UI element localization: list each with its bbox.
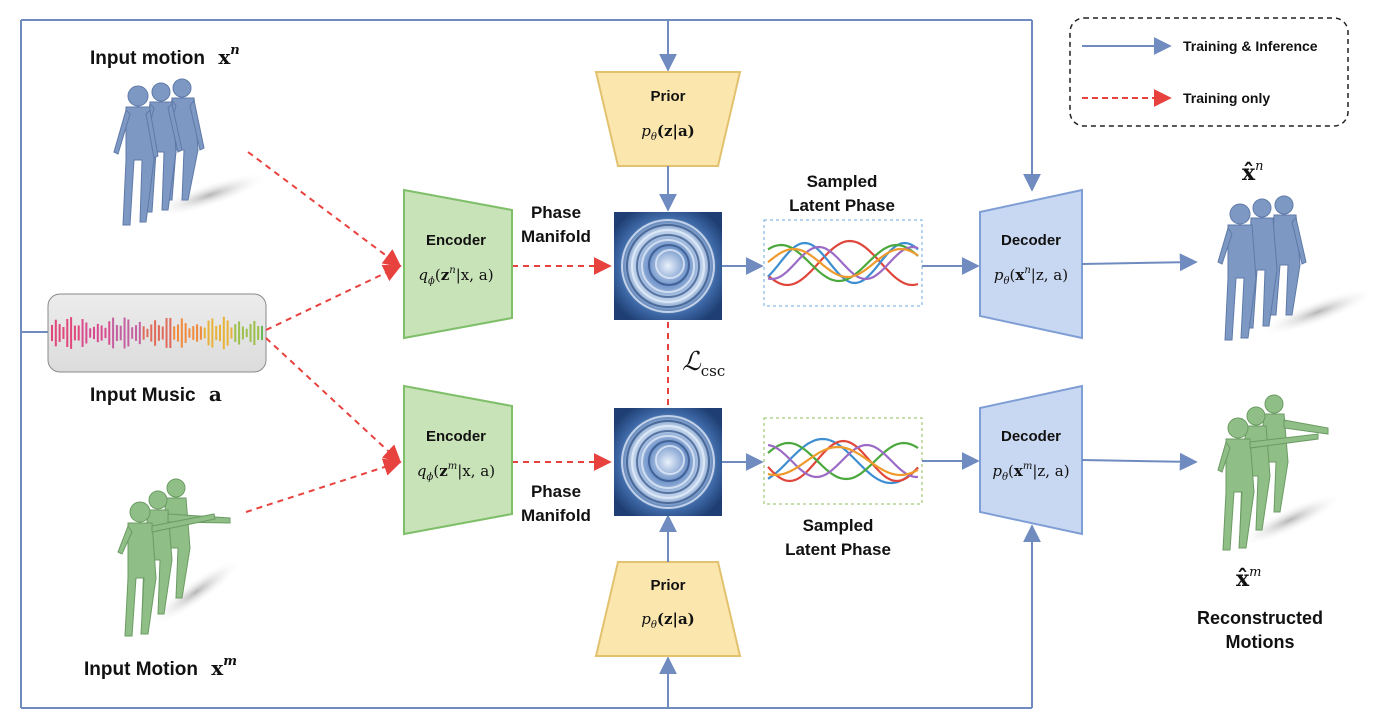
svg-text:Manifold: Manifold: [521, 227, 591, 246]
manifold-bottom-image: [614, 408, 722, 516]
input-music: Input Music a: [47, 293, 267, 406]
decoder-bottom-title: Decoder: [1001, 428, 1061, 445]
svg-text:Latent Phase: Latent Phase: [785, 540, 891, 559]
input-motion-n-label: Input motion: [90, 48, 205, 69]
output-bottom-sup: m: [1249, 565, 1261, 580]
sampled-top-label: Sampled Latent Phase: [789, 172, 895, 215]
input-motion-m-symbol: x: [211, 656, 224, 680]
figure-green-group-right: [1217, 394, 1343, 551]
encoder-top-title: Encoder: [426, 232, 486, 249]
figure-blue-group-left: [113, 78, 270, 226]
phase-curve: [767, 441, 919, 481]
input-motion-m-sup: m: [223, 654, 237, 669]
sampled-bottom-panel: [763, 417, 923, 505]
loss-symbol: ℒ: [682, 347, 702, 377]
prior-bottom-title: Prior: [650, 577, 685, 594]
svg-text:Input Music a: Input Music a: [90, 382, 222, 406]
output-top-sup: n: [1255, 159, 1263, 174]
legend-solid-label: Training & Inference: [1183, 38, 1318, 54]
decoder-bottom: Decoder pθ(xm|z, a): [979, 384, 1083, 536]
phase-curve: [767, 443, 919, 479]
encoder-top-formula: qϕ(zn|x, a): [418, 265, 493, 287]
sampled-top-panel: [763, 219, 923, 307]
prior-bottom: Prior pθ(z|a): [594, 561, 742, 657]
output-caption-line1: Reconstructed: [1197, 608, 1323, 628]
decoder-top: Decoder pθ(xn|z, a): [979, 188, 1083, 340]
legend: Training & Inference Training only: [1069, 17, 1349, 127]
decoder-bottom-formula: pθ(xm|z, a): [992, 461, 1069, 483]
loss-label: ℒcsc: [682, 347, 725, 380]
svg-text:Sampled: Sampled: [803, 516, 874, 535]
input-motion-m: Input Motion xm: [84, 478, 242, 680]
dashed-connections: [245, 151, 669, 513]
input-music-label: Input Music: [90, 385, 196, 406]
music-box: [47, 293, 267, 373]
svg-text:Manifold: Manifold: [521, 506, 591, 525]
figure-blue-group-right: [1217, 195, 1374, 341]
sampled-top-waves: [767, 239, 919, 287]
manifold-top-image: [614, 212, 722, 320]
phase-curve: [767, 247, 919, 279]
prior-top-title: Prior: [650, 88, 685, 105]
svg-text:Input motion xn: Input motion xn: [90, 43, 240, 69]
encoder-top: Encoder qϕ(zn|x, a): [403, 188, 513, 340]
input-motion-n-symbol: x: [218, 45, 231, 69]
decoder-to-output-arrows: [1081, 253, 1198, 471]
encoder-bottom-formula: qϕ(zm|x, a): [417, 461, 495, 483]
input-motion-n-sup: n: [230, 43, 239, 58]
sampled-bottom-label: Sampled Latent Phase: [785, 516, 891, 559]
encoder-bottom-title: Encoder: [426, 428, 486, 445]
output-bottom: x̂m Reconstructed Motions: [1197, 394, 1343, 652]
input-motion-n: Input motion xn: [90, 43, 270, 226]
output-bottom-symbol: x̂: [1236, 566, 1250, 592]
sampled-bottom-waves: [767, 437, 919, 485]
phase-curve: [767, 239, 919, 287]
decoder-top-title: Decoder: [1001, 232, 1061, 249]
output-top-symbol: x̂: [1242, 160, 1256, 186]
svg-text:Phase: Phase: [531, 203, 581, 222]
decoder-top-formula: pθ(xn|z, a): [994, 265, 1068, 287]
figure-green-group-left: [117, 478, 242, 637]
svg-text:x̂n: x̂n: [1242, 159, 1264, 186]
manifold-top-label: Phase Manifold: [521, 203, 591, 246]
sampled-to-decoder-arrows: [922, 257, 980, 470]
svg-text:ℒcsc: ℒcsc: [682, 347, 725, 380]
svg-text:Phase: Phase: [531, 482, 581, 501]
frame-lines: [20, 19, 1041, 709]
input-music-symbol: a: [209, 382, 222, 406]
prior-top-formula: pθ(z|a): [641, 122, 695, 143]
phase-curve: [767, 245, 919, 281]
input-motion-m-label: Input Motion: [84, 659, 198, 680]
output-top: x̂n: [1217, 159, 1374, 341]
prior-bottom-formula: pθ(z|a): [641, 610, 695, 631]
music-waveform: [51, 316, 263, 350]
loss-subscript: csc: [701, 362, 726, 380]
encoder-bottom: Encoder qϕ(zm|x, a): [403, 384, 513, 536]
svg-text:Latent Phase: Latent Phase: [789, 196, 895, 215]
output-caption-line2: Motions: [1226, 632, 1295, 652]
prior-top: Prior pθ(z|a): [594, 71, 742, 167]
manifold-to-sampled-arrows: [722, 257, 764, 471]
svg-text:Sampled: Sampled: [807, 172, 878, 191]
svg-text:x̂m: x̂m: [1236, 565, 1261, 592]
phase-curve: [767, 445, 919, 477]
phase-curve: [767, 439, 919, 483]
manifold-bottom-label: Phase Manifold: [521, 482, 591, 525]
svg-text:Input Motion xm: Input Motion xm: [84, 654, 237, 680]
legend-dashed-label: Training only: [1183, 90, 1270, 106]
